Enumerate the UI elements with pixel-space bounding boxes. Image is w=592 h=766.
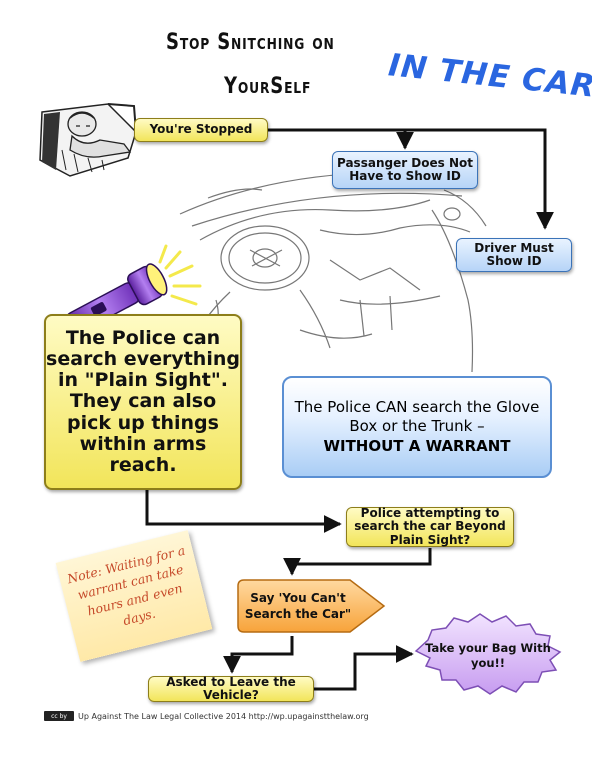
say-you-cant-search-node: Say 'You Can't Search the Car" (237, 579, 386, 633)
footer: cc by Up Against The Law Legal Collectiv… (44, 711, 369, 721)
page-title-line2: YourSelf (224, 74, 312, 99)
passenger-id-node: Passanger Does Not Have to Show ID (332, 151, 478, 189)
youre-stopped-node: You're Stopped (134, 118, 268, 142)
glove-box-node: The Police CAN search the Glove Box or t… (282, 376, 552, 478)
bag-line1: Take your Bag With (425, 641, 551, 655)
officer-illustration (39, 103, 137, 177)
driver-id-node: Driver Must Show ID (456, 238, 572, 272)
say-line1: Say 'You Can't (250, 591, 346, 605)
bag-line2: you!! (471, 656, 505, 670)
take-your-bag-node: Take your Bag With you!! (414, 613, 562, 695)
say-line2: Search the Car" (245, 607, 351, 621)
asked-to-leave-node: Asked to Leave the Vehicle? (148, 675, 314, 702)
cc-license-icon: cc by (44, 711, 74, 721)
footer-credit: Up Against The Law Legal Collective 2014… (78, 711, 369, 721)
beyond-plain-sight-node: Police attempting to search the car Beyo… (346, 506, 514, 547)
glove-box-emphasis: WITHOUT A WARRANT (323, 436, 511, 455)
glove-box-text: The Police CAN search the Glove Box or t… (294, 397, 540, 436)
plain-sight-node: The Police can search everything in "Pla… (44, 314, 242, 490)
page-title-line1: Stop Snitching on (166, 30, 335, 55)
